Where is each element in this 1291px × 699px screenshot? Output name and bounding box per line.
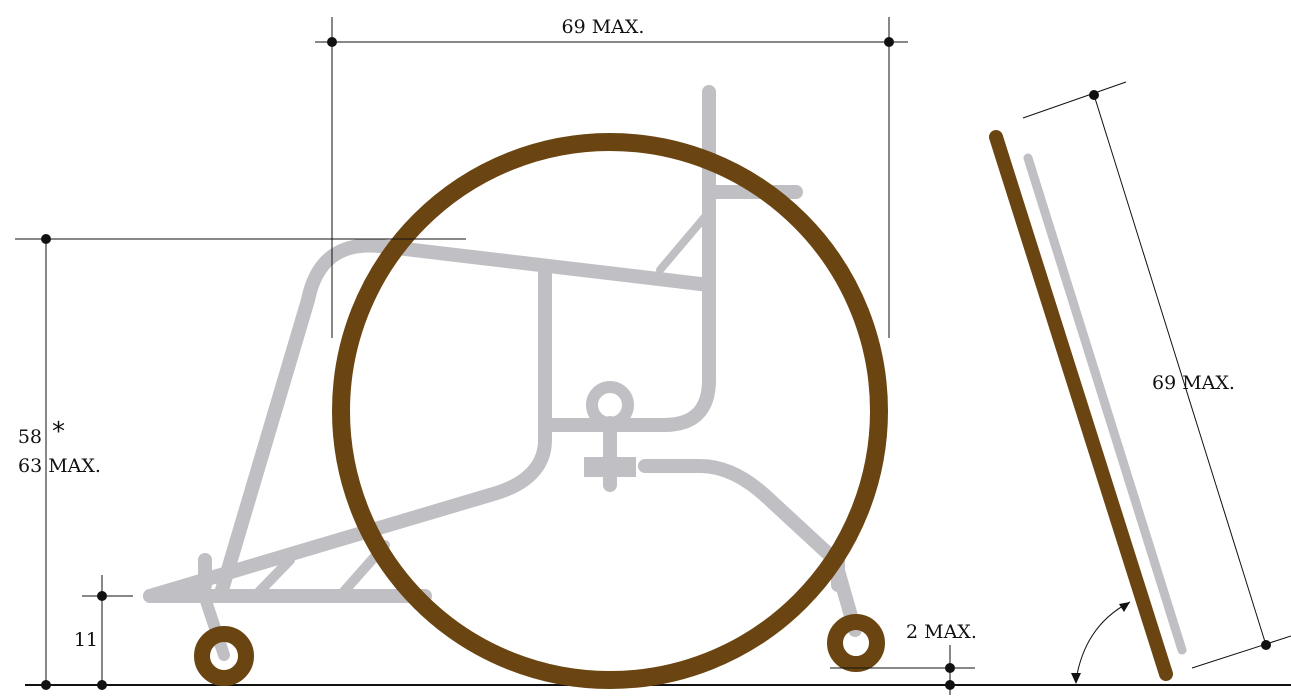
dimension-top-width-label: 69 MAX. (562, 16, 645, 38)
dimension-caster-clearance: 2 MAX. (830, 621, 977, 695)
front-caster-wheel (194, 626, 254, 686)
dimension-height-star: * (52, 417, 65, 447)
front-caster-fork (199, 592, 230, 661)
seat-rail (215, 238, 716, 597)
lower-frame (143, 418, 552, 603)
brace-1 (250, 555, 295, 601)
main-wheel (332, 133, 888, 689)
dimension-footrest-label: 11 (74, 629, 98, 651)
rear-frame (638, 459, 862, 637)
wheel-side-rim (1023, 153, 1187, 655)
angle-arrow-bottom (1071, 673, 1081, 684)
dimension-seat-height: 58 * 63 MAX. (15, 234, 466, 690)
camber-angle-indicator (1071, 601, 1131, 684)
dimension-wheel-label: 69 MAX. (1152, 372, 1235, 394)
wheel-side-tire (989, 130, 1173, 681)
dimension-height-label-1: 58 (18, 426, 42, 448)
dimension-footrest-height: 11 (74, 575, 133, 690)
back-post (538, 85, 716, 432)
rear-caster-wheel (827, 614, 885, 672)
dimension-clearance-label: 2 MAX. (906, 621, 977, 643)
angle-arrow-top (1119, 602, 1130, 612)
back-brace (656, 208, 713, 274)
dimension-wheel-diameter: 69 MAX. (1022, 81, 1291, 669)
dimension-top-width: 69 MAX. (315, 16, 908, 338)
dimension-height-label-2: 63 MAX. (18, 455, 101, 477)
axle-clamp (584, 457, 636, 477)
